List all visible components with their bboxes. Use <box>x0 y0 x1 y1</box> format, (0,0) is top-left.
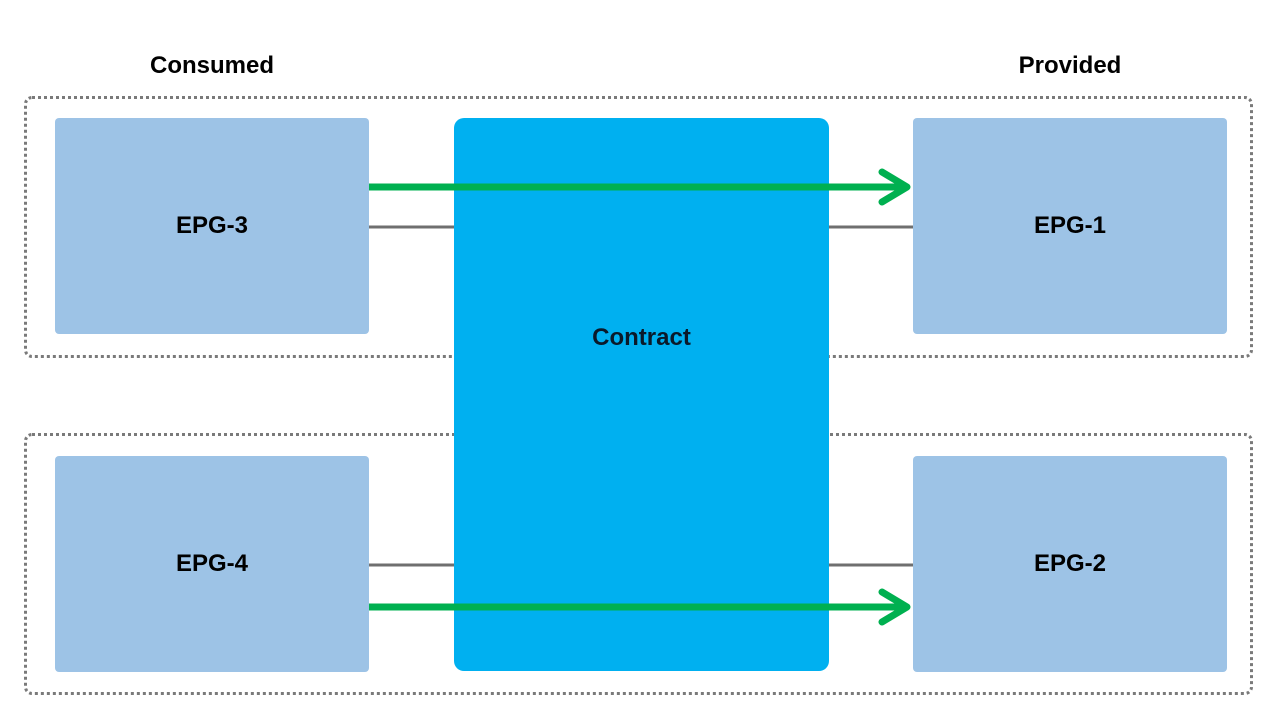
provided-heading: Provided <box>1018 52 1122 79</box>
arrow-epg3-to-epg1 <box>369 168 911 206</box>
epg-1-label: EPG-1 <box>1033 212 1107 239</box>
consumed-heading: Consumed <box>149 52 274 79</box>
epg-3-box[interactable]: EPG-3 <box>55 118 369 334</box>
epg-2-label: EPG-2 <box>1033 550 1107 577</box>
contract-label: Contract <box>592 323 691 351</box>
epg-1-box[interactable]: EPG-1 <box>913 118 1227 334</box>
epg-4-box[interactable]: EPG-4 <box>55 456 369 672</box>
contract-box[interactable]: Contract <box>454 118 829 671</box>
epg-2-box[interactable]: EPG-2 <box>913 456 1227 672</box>
epg-3-label: EPG-3 <box>175 212 249 239</box>
arrow-epg4-to-epg2 <box>369 588 911 626</box>
epg-4-label: EPG-4 <box>175 550 249 577</box>
